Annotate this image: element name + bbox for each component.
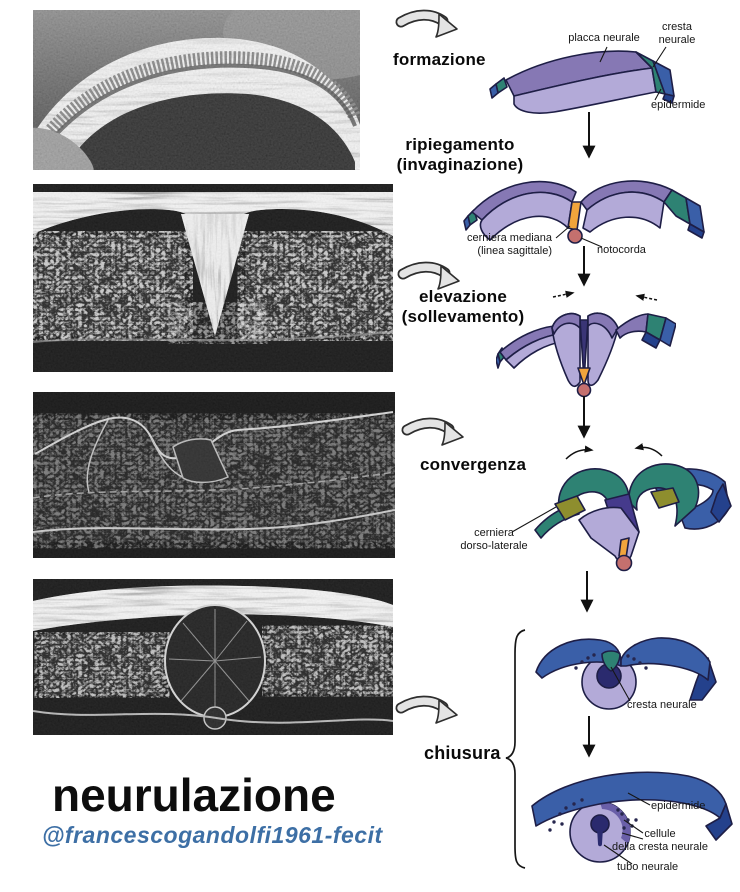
stage-label-chiusura: chiusura (424, 743, 501, 763)
leader-lines (511, 46, 667, 865)
sem-micrograph-neural-plate (33, 10, 360, 170)
diagram-convergence (534, 463, 732, 572)
label-epidermide: epidermide (651, 99, 706, 111)
median-hinge (577, 367, 591, 386)
label-placca-neurale: placca neurale (568, 32, 640, 44)
label-cresta-neurale-chiusura: cresta neurale (627, 699, 697, 711)
neural-crest-wedge (601, 650, 621, 672)
flow-arrows (577, 112, 596, 758)
stage-label-elevazione: elevazione (sollevamento) (401, 287, 525, 326)
neural-fold-right (628, 463, 700, 527)
label-cerniera-dorso-laterale: cerniera dorso-laterale (460, 527, 528, 552)
chiusura-bracket (505, 629, 526, 869)
stage-label-ripiegamento: ripiegamento (invaginazione) (396, 135, 524, 174)
label-cresta-neurale: cresta neurale (658, 21, 696, 46)
sem-micrograph-elevation (33, 392, 395, 558)
diagram-invagination (463, 180, 705, 244)
stage-arrow-elevazione (403, 266, 459, 289)
page-title: neurulazione (52, 769, 336, 821)
dorsolateral-hinge-left (554, 495, 586, 521)
neural-crest-band (635, 51, 666, 95)
diagram-elevation (496, 312, 676, 398)
label-cerniera-mediana: cerniera mediana (linea sagittale) (467, 232, 552, 257)
stage-label-formazione: formazione (393, 50, 486, 69)
diagram-closed-tube (531, 771, 733, 863)
epidermis-right (620, 637, 711, 681)
label-tubo-neurale: tubo neurale (617, 861, 679, 873)
migrating-crest-cells (548, 798, 638, 832)
dorsolateral-hinge-right (650, 487, 680, 509)
neural-plate-front (513, 67, 657, 114)
sem-micrograph-closed-tube (33, 579, 393, 735)
diagram-neural-plate (489, 50, 675, 114)
label-epidermide-chiusura: epidermide (651, 800, 706, 812)
stage-arrow-chiusura (401, 700, 457, 723)
notochord (615, 554, 633, 572)
notochord (567, 228, 583, 244)
sem-micrograph-invagination (33, 184, 393, 372)
convergence-motion-arrows (565, 443, 663, 460)
label-cellule-cresta: cellule della cresta neurale (611, 828, 708, 853)
elevation-motion-arrows (552, 290, 658, 301)
stage-arrow-convergenza (407, 422, 463, 445)
stage-label-convergenza: convergenza (420, 455, 527, 474)
label-notocorda: notocorda (597, 244, 646, 256)
author-credit: @francescogandolfi1961-fecit (42, 822, 383, 848)
neural-crest-cells (574, 653, 648, 670)
diagram-closing-tube (535, 637, 717, 710)
epidermis-left (535, 638, 622, 679)
stage-arrow-formazione (401, 14, 457, 37)
